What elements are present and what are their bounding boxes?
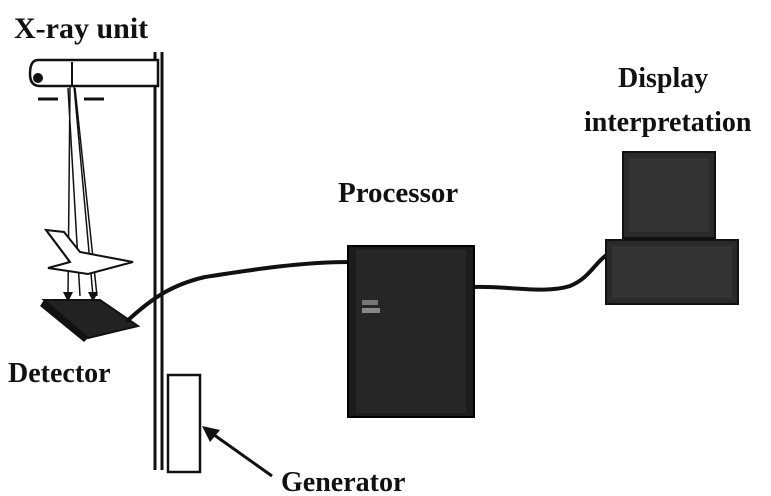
display-label-line1: Display [618, 63, 708, 94]
display-monitor [622, 151, 716, 239]
generator-label: Generator [281, 467, 405, 496]
generator-box [166, 373, 202, 474]
xray-tube-head [28, 58, 160, 101]
processor-display-cable [473, 252, 610, 292]
processor-box [347, 245, 475, 418]
tube-focal-spot [33, 73, 43, 83]
display-label-line2: interpretation [584, 107, 752, 138]
beam-arrowheads [63, 292, 98, 302]
detector-plate [40, 299, 141, 342]
stand-column [153, 52, 164, 470]
detector-label: Detector [8, 358, 111, 389]
processor-label: Processor [338, 177, 458, 209]
patient-plate [43, 228, 134, 276]
logo-icon [362, 300, 380, 313]
display-base-unit [605, 239, 739, 305]
generator-pointer-arrow [202, 426, 273, 478]
xray-unit-label: X-ray unit [14, 12, 148, 45]
detector-cable [124, 260, 351, 324]
